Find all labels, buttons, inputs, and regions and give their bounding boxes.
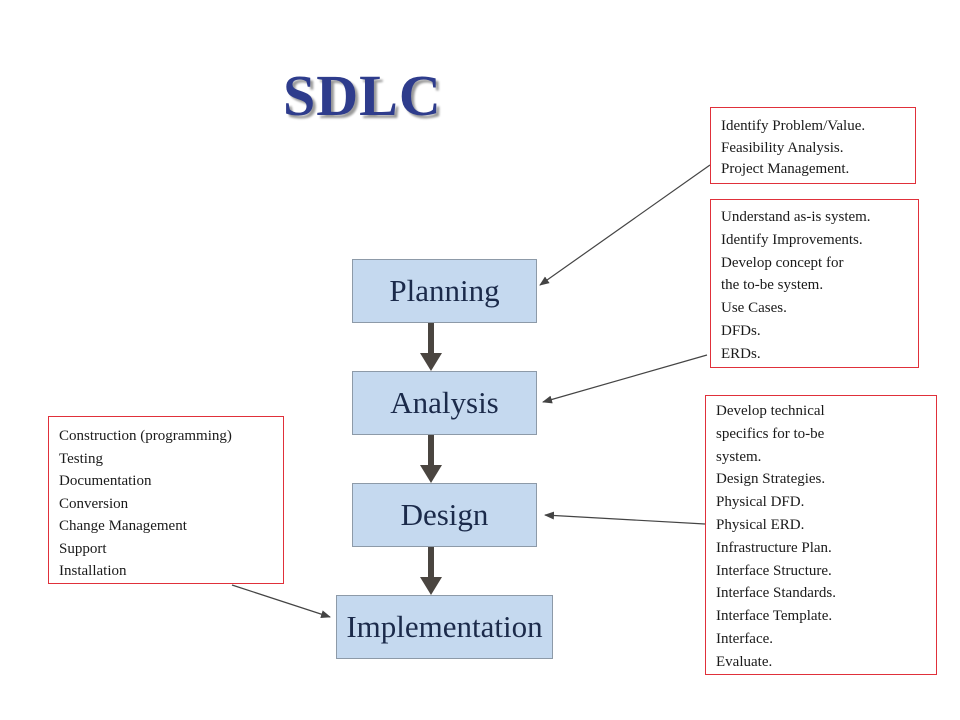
design-note: Develop technical specifics for to-be sy… (705, 395, 937, 675)
note-line: Use Cases. (721, 300, 787, 317)
note-line: Design Strategies. (716, 471, 826, 488)
note-line: Develop concept for (721, 254, 844, 271)
note-line: Documentation (59, 473, 152, 489)
note-line: Identify Problem/Value. (721, 118, 866, 134)
note-line: the to-be system. (721, 277, 824, 294)
note-line: Interface Template. (716, 608, 833, 625)
note-line: Construction (programming) (59, 428, 232, 444)
note-line: Infrastructure Plan. (716, 539, 832, 556)
note-line: Feasibility Analysis. (721, 139, 844, 156)
note-line: Understand as-is system. (721, 209, 871, 225)
note-line: Develop technical (716, 403, 825, 419)
planning-note: Identify Problem/Value. Feasibility Anal… (710, 107, 916, 184)
note-line: Project Management. (721, 161, 850, 177)
note-line: Identify Improvements. (721, 231, 863, 248)
flow-arrow-planning-analysis (420, 323, 442, 371)
stage-analysis: Analysis (352, 371, 537, 435)
note-line: Physical ERD. (716, 516, 805, 533)
diagram-title: SDLC (283, 63, 442, 128)
stage-implementation: Implementation (336, 595, 553, 659)
pointer-design-note (544, 511, 706, 525)
note-line: Interface Structure. (716, 562, 832, 579)
note-line: Evaluate. (716, 653, 773, 670)
note-line: DFDs. (721, 322, 761, 339)
note-line: Testing (59, 450, 103, 467)
stage-planning: Planning (352, 259, 537, 323)
note-line: Change Management (59, 518, 187, 534)
pointer-implementation-note (231, 584, 331, 619)
note-line: system. (716, 448, 762, 465)
flow-arrow-analysis-design (420, 435, 442, 483)
note-line: ERDs. (721, 345, 761, 362)
note-line: Conversion (59, 495, 129, 512)
note-line: Physical DFD. (716, 494, 805, 511)
flow-arrow-design-implementation (420, 547, 442, 595)
note-line: Interface. (716, 630, 774, 647)
stage-design: Design (352, 483, 537, 547)
pointer-planning-note (539, 164, 711, 286)
note-line: Installation (59, 563, 127, 579)
note-line: Support (59, 540, 107, 557)
note-line: specifics for to-be (716, 425, 825, 442)
analysis-note: Understand as-is system. Identify Improv… (710, 199, 919, 368)
implementation-note: Construction (programming) Testing Docum… (48, 416, 284, 584)
note-line: Interface Standards. (716, 585, 836, 602)
pointer-analysis-note (542, 354, 708, 404)
